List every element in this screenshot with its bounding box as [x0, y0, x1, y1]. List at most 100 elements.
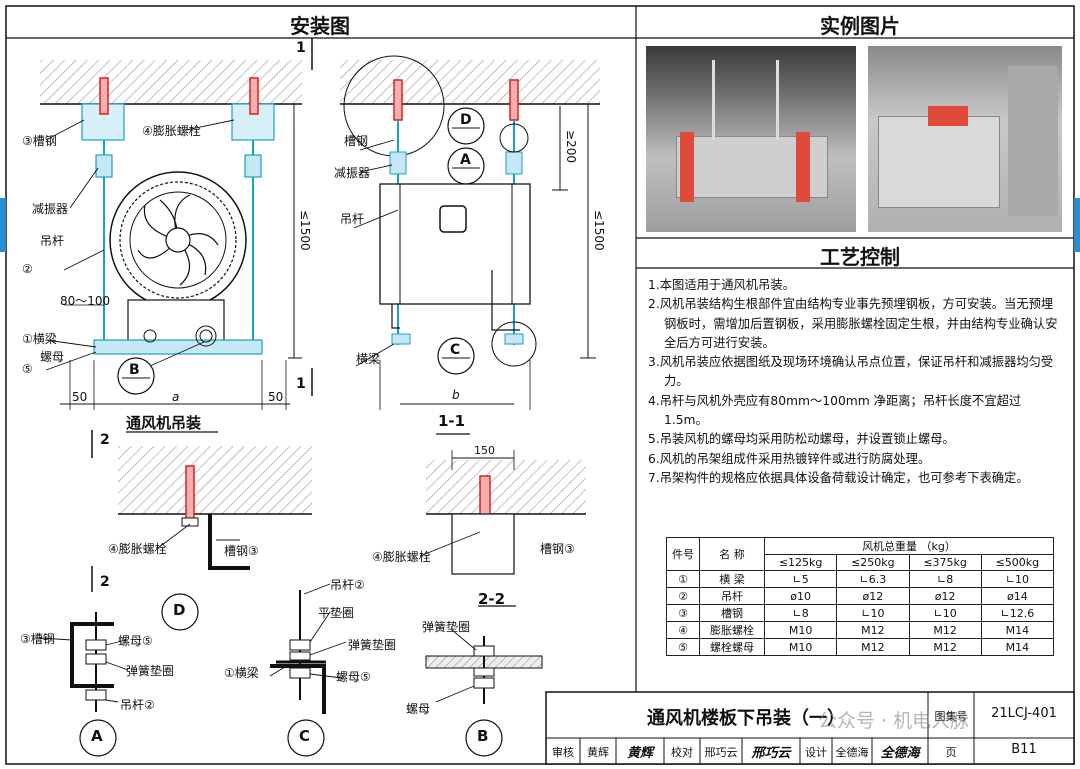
front-label-crossbeam: 横梁: [32, 332, 57, 346]
detail-c-label-nut: 螺母⑤: [336, 670, 371, 684]
checker-signature: 邢巧云: [751, 746, 791, 761]
side-dim-top: ≥200: [564, 130, 578, 163]
drawing-title: 通风机楼板下吊装（一）: [647, 708, 845, 729]
title-block-frame: [545, 691, 1075, 765]
designer-name: 全德海: [835, 746, 869, 759]
detail-a-circle: A: [91, 727, 103, 745]
front-dim-height: ≤1500: [298, 210, 312, 251]
watermark: 公众号 · 机电人脉: [818, 710, 970, 732]
spec-col-no: 件号: [666, 537, 700, 571]
front-num-1: ①横梁: [22, 332, 57, 346]
spec-table: 件号 名 称 风机总重量 （kg） ≤125kg ≤250kg ≤375kg ≤…: [666, 537, 1055, 656]
side-dim-height: ≤1500: [592, 210, 606, 251]
note-item: 4.吊杆与风机外壳应有80mm～100mm 净距离；吊杆长度不宜超过1.5m。: [648, 393, 1022, 428]
spec-weight: ≤250kg: [836, 554, 910, 571]
section-mark-1-top: 1: [296, 40, 306, 56]
section-mark-2-top: 2: [100, 432, 110, 448]
spec-weight: ≤375kg: [908, 554, 982, 571]
front-num-5: ⑤: [22, 362, 33, 376]
side-callout-c: C: [450, 342, 461, 358]
note-item: 1.本图适用于通风机吊装。: [648, 278, 795, 292]
section-title-photos: 实例图片: [820, 14, 900, 38]
detail-d-circle: D: [173, 601, 186, 619]
detail-a-label-nut: 螺母⑤: [118, 634, 153, 648]
detail-22-dim: 150: [474, 444, 495, 457]
review-label: 审核: [552, 746, 574, 759]
front-dim-left: 50: [72, 390, 88, 404]
reviewer-name: 黄辉: [587, 746, 609, 759]
side-dim-width: b: [452, 388, 460, 402]
detail-b-label-nut: 螺母: [406, 702, 431, 716]
side-label-rod: 吊杆: [340, 212, 365, 226]
detail-a-label-channel: ③槽钢: [20, 632, 55, 646]
reviewer-signature: 黄辉: [626, 746, 653, 761]
detail-a-label-rod: 吊杆②: [120, 698, 155, 712]
detail-c-label-rod: 吊杆②: [330, 578, 365, 592]
process-notes: 1.本图适用于通风机吊装。 2.风机吊装结构生根部件宜由结构专业事先预埋钢板，方…: [648, 276, 1060, 488]
spec-weight: ≤125kg: [763, 554, 838, 571]
front-dim-clearance: 80～100: [60, 294, 111, 308]
side-callout-a: A: [460, 152, 471, 168]
front-num-3: ③槽钢: [22, 134, 57, 148]
front-num-2: ②: [22, 262, 33, 276]
detail-d-label-channel: 槽钢③: [224, 544, 259, 558]
section-title-install: 安装图: [290, 14, 350, 38]
note-item: 3.风机吊装应依据图纸及现场环境确认吊点位置，保证吊杆和减振器均匀受力。: [648, 355, 1054, 389]
note-item: 5.吊装风机的螺母均采用防松动螺母，并设置锁止螺母。: [648, 432, 955, 447]
front-num-4: ④膨胀螺栓: [142, 124, 201, 138]
front-label-rod: 吊杆: [40, 234, 65, 248]
side-label-channel: 槽钢: [344, 134, 369, 148]
front-view: [40, 38, 313, 592]
designer-signature: 全德海: [880, 746, 920, 761]
note-item: 6.风机的吊架组成件采用热镀锌件或进行防腐处理。: [648, 451, 931, 466]
detail-22-caption: 2-2: [478, 590, 506, 608]
example-photo-2: [868, 46, 1062, 232]
detail-b: [425, 629, 543, 757]
checker-name: 邢巧云: [704, 746, 738, 759]
section-title-process: 工艺控制: [820, 245, 900, 269]
detail-22-label-anchor: ④膨胀螺栓: [372, 550, 431, 564]
detail-c: [269, 583, 347, 757]
spec-weight: ≤500kg: [980, 554, 1055, 571]
title-block: 通风机楼板下吊装（一） 图集号 21LCJ-401 审核 黄辉 黄辉 校对 邢巧…: [546, 692, 1072, 761]
design-label: 设计: [805, 746, 827, 759]
detail-22: [419, 450, 586, 607]
page-number: B11: [1011, 742, 1037, 757]
detail-d-label-anchor: ④膨胀螺栓: [108, 542, 167, 556]
side-view-caption: 1-1: [438, 412, 466, 430]
front-dim-width: a: [172, 390, 180, 404]
detail-c-circle: C: [299, 727, 311, 745]
side-label-damper: 减振器: [334, 166, 371, 180]
page-label: 页: [945, 746, 957, 759]
section-mark-1-bottom: 1: [296, 376, 306, 392]
note-item: 7.吊架构件的规格应依据具体设备荷载设计确定，也可参考下表确定。: [648, 470, 1029, 485]
front-label-damper: 减振器: [32, 202, 69, 216]
outer-frame: [5, 5, 1075, 765]
detail-c-label-crossbeam: ①横梁: [224, 666, 259, 680]
spec-col-name: 名 称: [699, 537, 765, 571]
detail-22-label-channel: 槽钢③: [540, 542, 575, 556]
front-label-anchor: 膨胀螺栓: [152, 124, 201, 138]
detail-b-label-spring-washer: 弹簧垫圈: [422, 620, 471, 634]
detail-d: [118, 446, 312, 631]
note-item: 2.风机吊装结构生根部件宜由结构专业事先预埋钢板，方可安装。当无预埋钢板时，需增…: [648, 297, 1058, 350]
check-label: 校对: [671, 746, 693, 759]
detail-c-label-flat-washer: 平垫圈: [318, 606, 355, 620]
atlas-label: 图集号: [934, 710, 968, 723]
front-label-channel: 槽钢: [32, 134, 57, 148]
detail-a: [39, 612, 129, 757]
side-label-crossbeam: 横梁: [356, 352, 381, 366]
atlas-number: 21LCJ-401: [991, 706, 1057, 721]
spec-group-header: 风机总重量 （kg）: [764, 537, 1054, 555]
side-callout-d: D: [460, 112, 472, 128]
detail-b-circle: B: [477, 727, 489, 745]
front-dim-right: 50: [268, 390, 284, 404]
section-mark-2-bottom: 2: [100, 574, 110, 590]
front-view-caption: 通风机吊装: [126, 414, 202, 432]
detail-c-label-spring-washer: 弹簧垫圈: [348, 638, 397, 652]
